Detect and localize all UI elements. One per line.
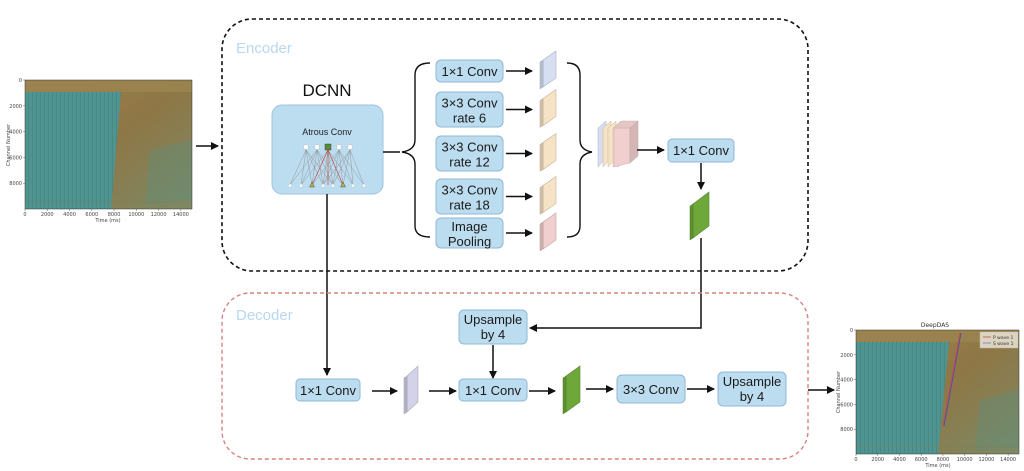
- atrous-kernel-icon: [287, 143, 367, 188]
- x-tick-label: 10000: [957, 457, 973, 463]
- s-wave-pick: [943, 332, 962, 427]
- upsample-final-line1: Upsample: [723, 374, 782, 389]
- dcnn-title: DCNN: [302, 81, 351, 100]
- atrous-conv-block[interactable]: Atrous Conv: [271, 104, 384, 195]
- input-ylabel: Channel Number: [6, 123, 12, 166]
- concat-feature-stack: [597, 120, 639, 168]
- y-tick-label: 4000: [9, 130, 22, 136]
- upsample-final-line2: by 4: [740, 389, 765, 404]
- p-wave-pick: [942, 332, 961, 427]
- merge-feature-map: [562, 365, 581, 415]
- encoder-1x1-conv-label: 1×1 Conv: [673, 143, 730, 158]
- encoder-label: Encoder: [236, 40, 292, 57]
- y-tick-label: 2000: [840, 353, 853, 359]
- lowlevel-feature-map: [403, 365, 419, 415]
- encoder-to-upsample-arrow: [529, 238, 702, 332]
- aspp-branch-label-line2: rate 18: [449, 198, 489, 213]
- decoder-lowlevel-conv-box[interactable]: 1×1 Conv: [295, 378, 361, 402]
- aspp-branch-label: 1×1 Conv: [441, 64, 498, 79]
- decoder-label: Decoder: [236, 307, 293, 324]
- y-tick-label: 0: [19, 78, 22, 84]
- aspp-branch-label-line2: rate 6: [453, 111, 486, 126]
- x-tick-label: 12000: [978, 457, 994, 463]
- x-tick-label: 4000: [63, 212, 76, 218]
- x-tick-label: 0: [854, 457, 857, 463]
- x-tick-label: 12000: [151, 212, 167, 218]
- x-tick-label: 14000: [1000, 457, 1016, 463]
- merge-conv-label: 1×1 Conv: [465, 383, 522, 398]
- output-teal-region: [856, 342, 949, 454]
- decoder-merge-conv-box[interactable]: 1×1 Conv: [458, 378, 528, 402]
- aspp-branch-0[interactable]: 1×1 Conv: [435, 59, 504, 83]
- decoder-upsample-top-box[interactable]: Upsample by 4: [458, 309, 528, 345]
- aspp-right-brace: [566, 62, 593, 238]
- legend-s-label: S wave 1: [993, 341, 1014, 347]
- y-tick-label: 6000: [9, 155, 22, 161]
- aspp-branch-label-line1: Image: [451, 219, 487, 234]
- input-teal-region: [25, 92, 121, 209]
- y-tick-label: 2000: [9, 104, 22, 110]
- upsample-top-line1: Upsample: [464, 312, 523, 327]
- x-tick-label: 6000: [915, 457, 928, 463]
- aspp-feature-map-4: [539, 212, 557, 252]
- aspp-feature-map-0: [539, 50, 557, 90]
- lowlevel-feature-map: [403, 365, 419, 415]
- aspp-feature-map-1: [539, 88, 557, 128]
- encoder-output-feature: [689, 191, 710, 241]
- aspp-branch-label-line1: 3×3 Conv: [441, 183, 498, 198]
- aspp-feature-map-2: [539, 132, 557, 172]
- atrous-conv-label: Atrous Conv: [302, 127, 352, 137]
- refine-conv-label: 3×3 Conv: [623, 382, 680, 397]
- aspp-branch-label-line1: 3×3 Conv: [441, 96, 498, 111]
- x-tick-label: 14000: [173, 212, 189, 218]
- encoder-1x1-conv-box[interactable]: 1×1 Conv: [667, 138, 735, 163]
- encoder-output-feature-map: [689, 191, 710, 241]
- x-tick-label: 4000: [893, 457, 906, 463]
- decoder-upsample-final-box[interactable]: Upsample by 4: [717, 371, 787, 407]
- encoder-frame: [221, 18, 809, 272]
- lowlevel-conv-label: 1×1 Conv: [300, 383, 357, 398]
- output-ylabel: Channel Number: [836, 370, 842, 413]
- aspp-branch-label-line2: Pooling: [448, 234, 491, 249]
- output-xlabel: Time (ms): [924, 463, 950, 469]
- x-tick-label: 6000: [85, 212, 98, 218]
- aspp-left-brace: [401, 62, 431, 238]
- x-tick-label: 8000: [108, 212, 121, 218]
- x-tick-label: 10000: [128, 212, 144, 218]
- y-tick-label: 6000: [840, 402, 853, 408]
- merge-feature-map: [562, 365, 581, 415]
- y-tick-label: 8000: [9, 181, 22, 187]
- legend-p-label: P wave 1: [993, 335, 1013, 341]
- y-tick-label: 8000: [840, 427, 853, 433]
- output-legend: P wave 1 S wave 1: [979, 331, 1019, 349]
- x-tick-label: 8000: [937, 457, 950, 463]
- x-tick-label: 2000: [871, 457, 884, 463]
- y-tick-label: 0: [850, 328, 853, 334]
- aspp-branch-label-line1: 3×3 Conv: [441, 140, 498, 155]
- y-tick-label: 4000: [840, 378, 853, 384]
- input-xlabel: Time (ms): [94, 218, 120, 224]
- upsample-top-line2: by 4: [481, 327, 506, 342]
- aspp-feature-map-3: [539, 175, 557, 215]
- x-tick-label: 2000: [41, 212, 54, 218]
- output-plot-title: DeepDAS: [921, 322, 949, 329]
- decoder-3x3-conv-box[interactable]: 3×3 Conv: [616, 374, 686, 404]
- output-seismic-plot: DeepDAS P wave 1 S wave 1 Channel Number…: [836, 322, 1020, 469]
- aspp-branch-label-line2: rate 12: [449, 155, 489, 170]
- x-tick-label: 0: [23, 212, 26, 218]
- input-seismic-plot: Channel Number Time (ms) 0 2000 4000 6000 80…: [6, 78, 193, 224]
